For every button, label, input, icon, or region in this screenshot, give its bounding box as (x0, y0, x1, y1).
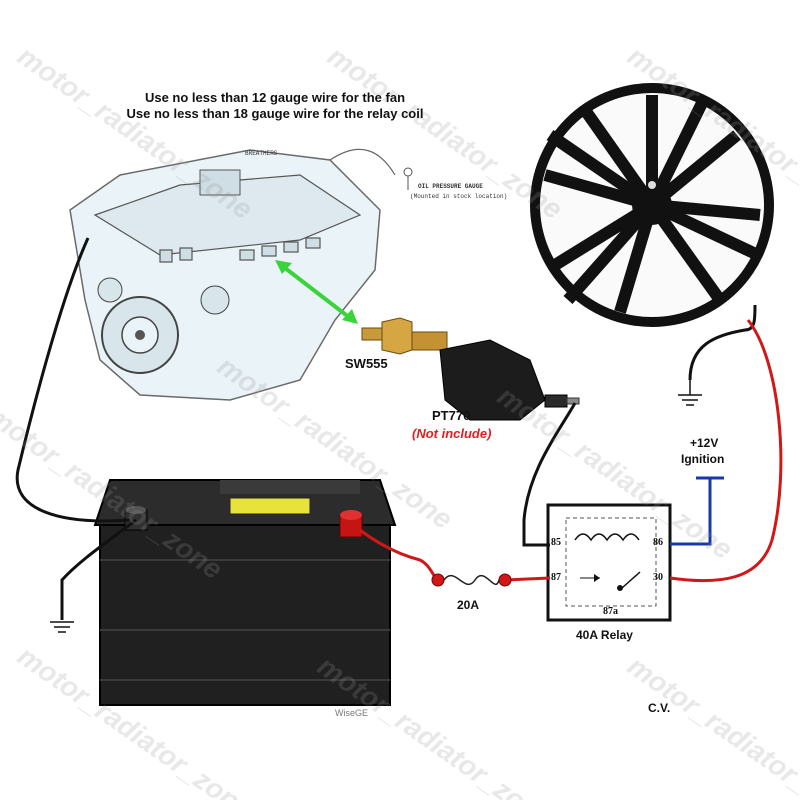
ground-symbols (50, 380, 702, 633)
breathers-label: BREATHERS (245, 150, 278, 157)
ground-wires (15, 237, 757, 620)
relay-pin-87a: 87a (603, 606, 618, 617)
electric-fan (530, 83, 774, 327)
battery (93, 479, 397, 706)
battery-brand: WiseGE (335, 708, 369, 718)
relay-pin-85: 85 (551, 537, 561, 548)
pt770-connector (439, 339, 580, 421)
sensor-label: SW555 (345, 356, 388, 371)
credit-label: C.V. (648, 701, 671, 715)
relay-pin-87: 87 (551, 572, 561, 583)
note-fan-wire: Use no less than 12 gauge wire for the f… (144, 90, 406, 105)
relay-label: 40A Relay (576, 628, 633, 642)
relay-pin-86: 86 (653, 537, 663, 548)
ignition-wire (670, 478, 712, 546)
ignition-label-text: Ignition (681, 452, 725, 466)
temperature-sensor (361, 317, 448, 355)
connector-note: (Not include) (412, 426, 492, 441)
note-relay-wire: Use no less than 18 gauge wire for the r… (126, 106, 424, 121)
relay-pin-30: 30 (653, 572, 663, 583)
engine-illustration (69, 148, 413, 401)
sensor-location-arrow (275, 260, 358, 324)
oil-gauge-label: OIL PRESSURE GAUGE (418, 183, 483, 190)
positive-wires (359, 319, 783, 583)
fuse (431, 573, 512, 587)
fuse-rating: 20A (457, 598, 480, 612)
ignition-label-voltage: +12V (690, 436, 719, 450)
connector-label: PT770 (432, 408, 471, 423)
oil-gauge-note: (Mounted in stock location) (410, 193, 508, 200)
relay (546, 503, 672, 622)
